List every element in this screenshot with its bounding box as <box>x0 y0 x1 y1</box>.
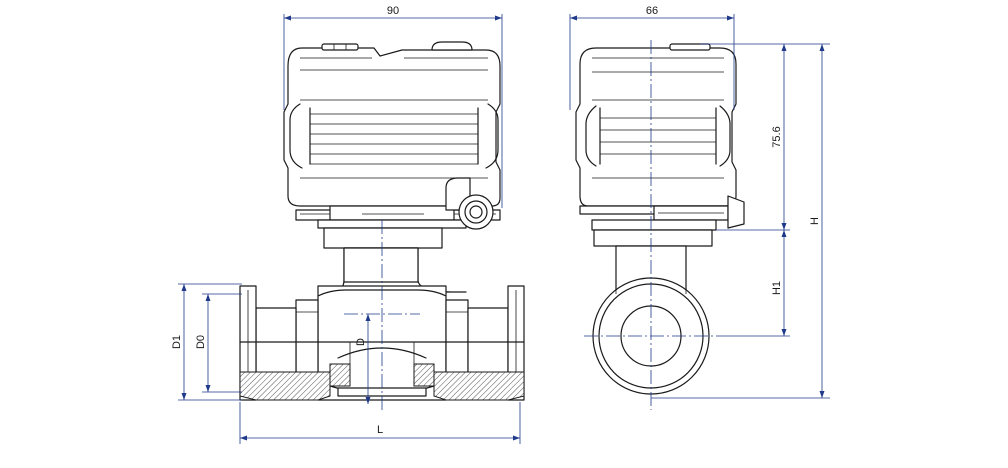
side-view <box>575 40 745 410</box>
dimension-h: H <box>651 44 830 399</box>
dimension-l: L <box>239 402 521 444</box>
dimension-h1: H1 <box>720 230 790 337</box>
front-actuator <box>283 41 501 249</box>
dimension-75-6: 75.6 <box>700 43 830 231</box>
dimension-label-h: H <box>809 217 821 225</box>
dimension-d1: D1 <box>171 283 242 401</box>
dimension-66: 66 <box>569 5 735 110</box>
front-view <box>239 41 525 412</box>
dimension-d: D <box>355 314 371 404</box>
dimension-label-90: 90 <box>387 5 399 17</box>
dimension-label-66: 66 <box>646 5 658 17</box>
dimension-label-75-6: 75.6 <box>771 126 783 147</box>
dimension-label-d0: D0 <box>195 335 207 349</box>
dimension-label-d1: D1 <box>171 335 183 349</box>
dimension-d0: D0 <box>195 293 242 393</box>
dimension-90: 90 <box>283 5 503 208</box>
dimension-label-h1: H1 <box>771 281 783 295</box>
side-actuator <box>575 43 745 247</box>
dimension-label-d: D <box>355 338 367 346</box>
dimension-label-l: L <box>377 424 383 436</box>
front-stem-neck <box>319 247 467 293</box>
front-cable-gland <box>445 177 494 230</box>
